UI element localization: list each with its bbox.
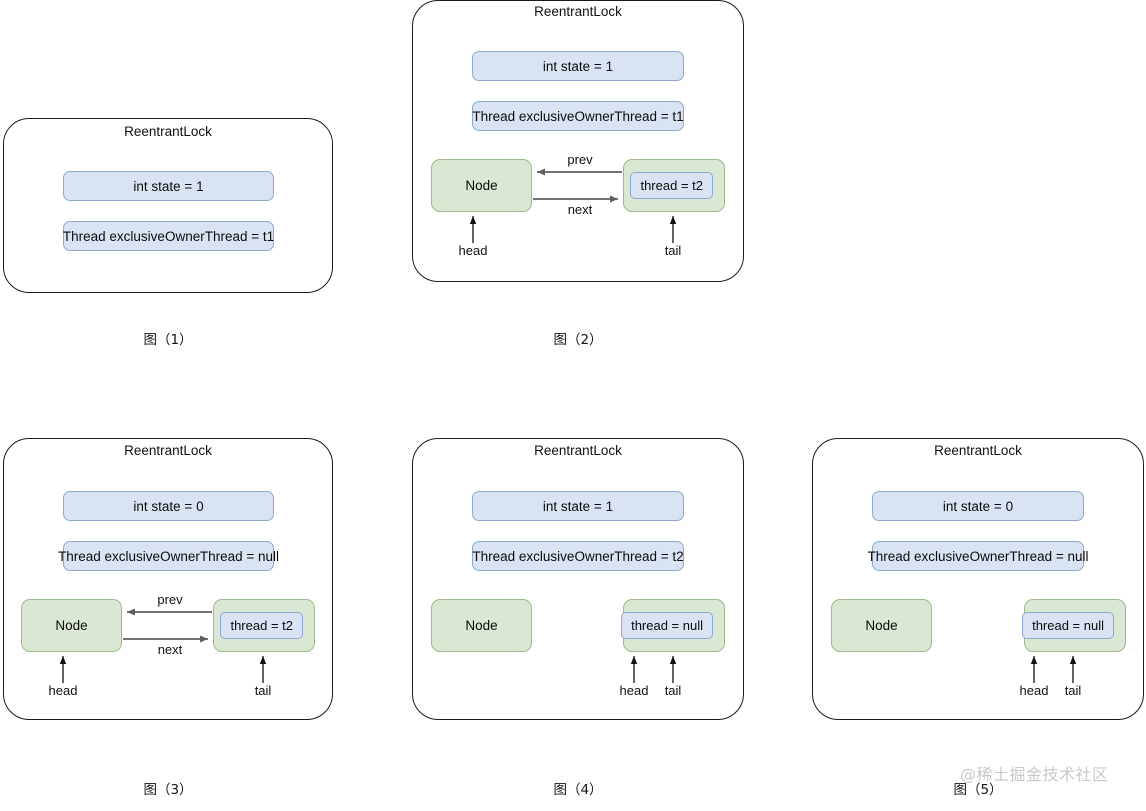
head-pointer-label-4: head <box>619 683 649 698</box>
owner-thread-field-5: Thread exclusiveOwnerThread = null <box>868 541 1089 571</box>
head-node-4: Node <box>431 599 532 652</box>
tail-node-2: thread = t2 <box>623 159 725 212</box>
head-pointer-label-2: head <box>458 243 488 258</box>
site-watermark: @稀土掘金技术社区 <box>960 765 1109 784</box>
tail-pointer-label-3: tail <box>254 683 272 698</box>
head-node-5: Node <box>831 599 932 652</box>
reentrantlock-container-3 <box>3 438 333 720</box>
tail-pointer-label-5: tail <box>1064 683 1082 698</box>
reentrantlock-container-5 <box>812 438 1144 720</box>
figure-caption-5: 图（5） <box>953 782 1003 798</box>
edge-label-next-3: next <box>157 642 183 657</box>
lock-title-1: ReentrantLock <box>124 124 212 139</box>
tail-node-3: thread = t2 <box>213 599 315 652</box>
tail-node-4: thread = null <box>621 599 725 652</box>
edge-label-prev-2: prev <box>567 152 593 167</box>
state-field-3: int state = 0 <box>63 491 274 521</box>
state-field-2: int state = 1 <box>472 51 684 81</box>
lock-title-2: ReentrantLock <box>534 4 622 19</box>
owner-thread-field-4: Thread exclusiveOwnerThread = t2 <box>472 541 684 571</box>
thread-chip-4: thread = null <box>621 612 713 639</box>
edge-label-prev-3: prev <box>157 592 183 607</box>
owner-thread-field-2: Thread exclusiveOwnerThread = t1 <box>472 101 684 131</box>
tail-pointer-label-4: tail <box>664 683 682 698</box>
figure-caption-1: 图（1） <box>143 332 193 348</box>
thread-chip-3: thread = t2 <box>220 612 303 639</box>
thread-chip-5: thread = null <box>1022 612 1114 639</box>
state-field-1: int state = 1 <box>63 171 274 201</box>
lock-title-3: ReentrantLock <box>124 443 212 458</box>
head-node-2: Node <box>431 159 532 212</box>
reentrantlock-container-1 <box>3 118 333 293</box>
head-node-3: Node <box>21 599 122 652</box>
state-field-5: int state = 0 <box>872 491 1084 521</box>
figure-caption-3: 图（3） <box>143 782 193 798</box>
state-field-4: int state = 1 <box>472 491 684 521</box>
reentrantlock-container-2 <box>412 0 744 282</box>
owner-thread-field-3: Thread exclusiveOwnerThread = null <box>58 541 279 571</box>
edge-label-next-2: next <box>567 202 593 217</box>
tail-node-5: thread = null <box>1022 599 1126 652</box>
head-pointer-label-3: head <box>48 683 78 698</box>
head-pointer-label-5: head <box>1019 683 1049 698</box>
owner-thread-field-1: Thread exclusiveOwnerThread = t1 <box>63 221 274 251</box>
figure-caption-4: 图（4） <box>553 782 603 798</box>
lock-title-5: ReentrantLock <box>934 443 1022 458</box>
thread-chip-2: thread = t2 <box>630 172 713 199</box>
tail-pointer-label-2: tail <box>664 243 682 258</box>
lock-title-4: ReentrantLock <box>534 443 622 458</box>
reentrantlock-container-4 <box>412 438 744 720</box>
figure-caption-2: 图（2） <box>553 332 603 348</box>
